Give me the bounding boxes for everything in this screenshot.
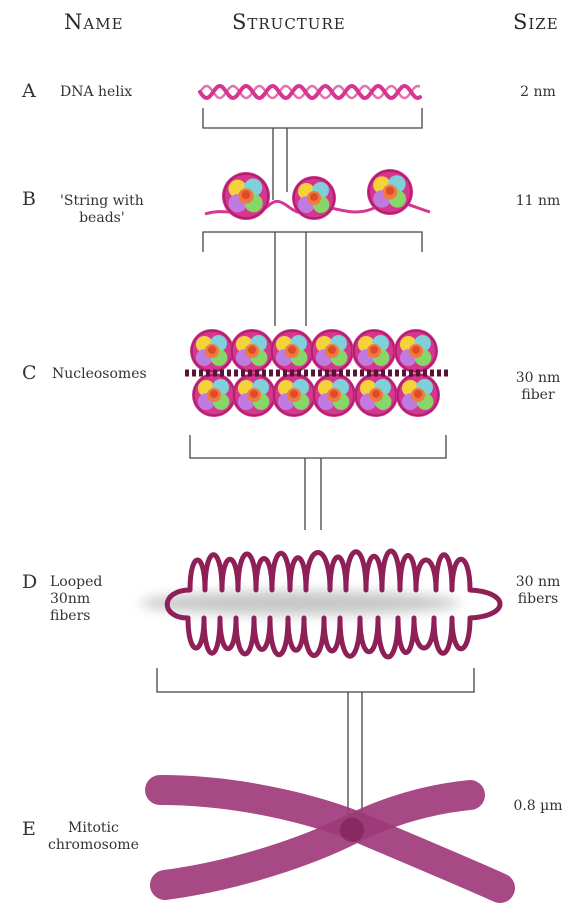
nucleosome-fiber: [185, 329, 448, 417]
nucleosome-bead: [230, 329, 274, 373]
bracket-b-c: [203, 232, 422, 326]
nucleosome-bead: [292, 176, 336, 220]
looped-30nm-fibers: [140, 551, 500, 657]
nucleosome-bead: [190, 329, 234, 373]
nucleosome-bead: [354, 373, 398, 417]
nucleosome-bead: [310, 329, 354, 373]
nucleosome-bead: [352, 329, 396, 373]
mitotic-chromosome: [160, 790, 500, 888]
nucleosome-bead: [394, 329, 438, 373]
nucleosome-bead: [232, 373, 276, 417]
nucleosome-bead: [396, 373, 440, 417]
bracket-c-d: [190, 435, 446, 530]
nucleosome-bead: [222, 172, 270, 220]
nucleosome-bead: [270, 329, 314, 373]
dna-helix: [200, 86, 420, 98]
string-with-beads: [205, 169, 430, 220]
nucleosome-bead: [367, 169, 413, 215]
nucleosome-bead: [272, 373, 316, 417]
nucleosome-bead: [192, 373, 236, 417]
nucleosome-bead: [312, 373, 356, 417]
